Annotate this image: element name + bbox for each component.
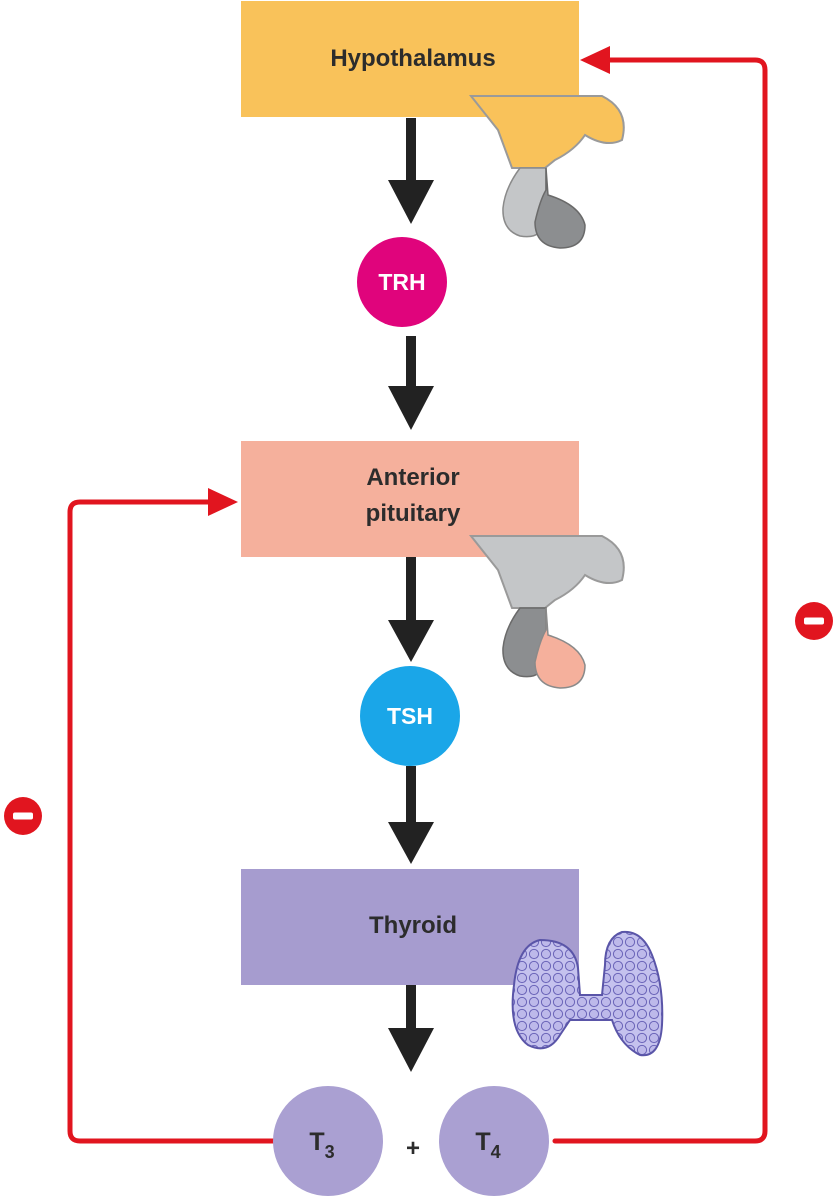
minus-icon (4, 797, 42, 835)
anterior-pituitary-label-line1: Anterior (366, 464, 459, 491)
plus-sign: + (406, 1135, 420, 1162)
hypothalamus-pituitary-icon (468, 95, 625, 249)
thyroid-gland-icon (511, 930, 664, 1057)
minus-icon (795, 602, 833, 640)
left-feedback-arrowhead (208, 488, 238, 516)
t4-hormone: T4 (439, 1086, 549, 1196)
right-feedback-arrowhead (580, 46, 610, 74)
arrow-pituitary-to-tsh (388, 557, 434, 662)
arrow-thyroid-to-hormones (388, 985, 434, 1072)
arrow-trh-to-pituitary (388, 336, 434, 430)
flow-arrows (388, 118, 434, 1072)
anterior-pituitary-label-line2: pituitary (366, 500, 461, 527)
trh-hormone: TRH (357, 237, 447, 327)
arrow-hypothalamus-to-trh (388, 118, 434, 224)
t3-label: T3 (309, 1128, 334, 1162)
t3-hormone: T3 (273, 1086, 383, 1196)
trh-label: TRH (378, 269, 425, 295)
anterior-pituitary-icon (468, 535, 625, 689)
right-feedback-loop (550, 46, 768, 1144)
left-feedback-loop (67, 488, 275, 1144)
t4-label: T4 (475, 1128, 500, 1162)
hypothalamus-label: Hypothalamus (330, 45, 495, 72)
tsh-label: TSH (387, 703, 433, 729)
thyroid-label: Thyroid (369, 912, 457, 939)
arrow-tsh-to-thyroid (388, 766, 434, 864)
tsh-hormone: TSH (360, 666, 460, 766)
hypothalamus-box: Hypothalamus (241, 1, 579, 117)
